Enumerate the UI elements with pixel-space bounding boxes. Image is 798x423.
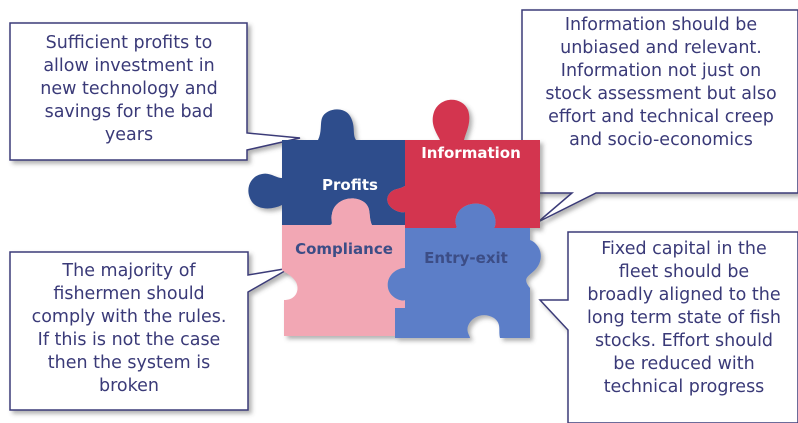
puzzle-piece-profits	[248, 109, 405, 225]
puzzle-piece-information	[387, 99, 540, 228]
callout-profits	[9, 22, 301, 161]
piece-label-entry-exit: Entry-exit	[424, 249, 508, 267]
callout-compliance-box	[9, 251, 291, 411]
callout-entry-exit-text: Fixed capital in the fleet should be bro…	[586, 239, 781, 397]
piece-label-compliance: Compliance	[295, 240, 393, 258]
callout-entry-exit-box	[538, 231, 798, 423]
callout-compliance-text: The majority of fishermen should comply …	[31, 261, 227, 396]
callout-profits-text: Sufficient profits to allow investment i…	[40, 33, 218, 145]
callout-entry-exit	[538, 231, 798, 423]
puzzle-piece-compliance	[281, 198, 405, 336]
callout-compliance	[9, 251, 291, 411]
puzzle-piece-entry-exit	[387, 203, 541, 338]
callout-information-text: Information should be unbiased and relev…	[545, 15, 777, 150]
piece-label-information: Information	[421, 144, 521, 162]
piece-label-profits: Profits	[322, 176, 378, 194]
callout-profits-box	[9, 22, 301, 161]
